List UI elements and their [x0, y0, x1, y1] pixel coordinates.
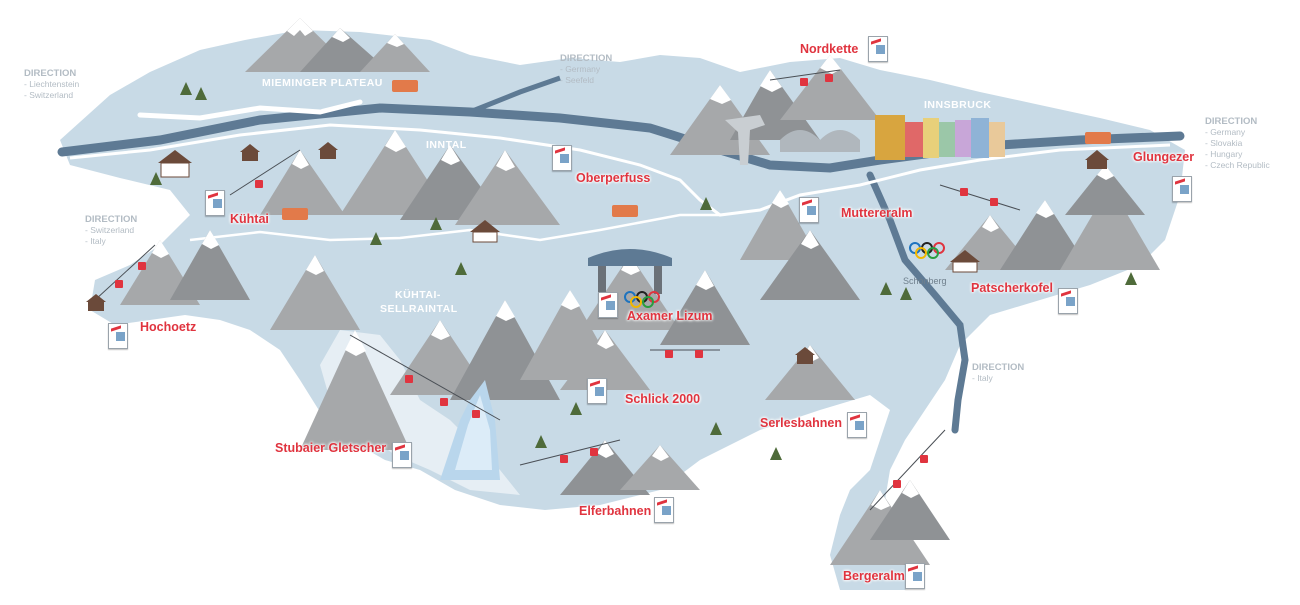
- resort-card-icon-muttereralm[interactable]: [799, 197, 819, 223]
- direction-heading: DIRECTION: [972, 362, 1025, 373]
- direction-heading: DIRECTION: [24, 68, 77, 79]
- resort-label-oberperfuss[interactable]: Oberperfuss: [576, 171, 651, 185]
- mountain-peak-icon: [120, 230, 360, 330]
- mountain-peak-icon: [765, 345, 950, 565]
- direction-item: - Seefeld: [560, 75, 595, 85]
- side-river: [189, 213, 720, 242]
- brenner-road: [866, 171, 969, 434]
- direction-item: - Czech Republic: [1205, 160, 1270, 170]
- resort-card-icon-nordkette[interactable]: [868, 36, 888, 62]
- resort-label-muttereralm[interactable]: Muttereralm: [841, 206, 913, 220]
- resort-label-kuehtai[interactable]: Kühtai: [230, 212, 269, 226]
- region-label-kuehtai-sellraintal-2: SELLRAINTAL: [380, 303, 458, 315]
- resort-card-icon-stubaier-gletscher[interactable]: [392, 442, 412, 468]
- resort-label-bergeralm[interactable]: Bergeralm: [843, 569, 905, 583]
- resort-label-serlesbahnen[interactable]: Serlesbahnen: [760, 416, 842, 430]
- seefeld-road: [469, 75, 561, 115]
- direction-west: DIRECTION - Switzerland - Italy: [85, 214, 137, 247]
- resort-label-elferbahnen[interactable]: Elferbahnen: [579, 504, 652, 518]
- direction-heading: DIRECTION: [560, 53, 613, 64]
- resort-card-icon-hochoetz[interactable]: [108, 323, 128, 349]
- resort-card-icon-elferbahnen[interactable]: [654, 497, 674, 523]
- mountain-peak-icon: [245, 18, 430, 72]
- resort-card-icon-serlesbahnen[interactable]: [847, 412, 867, 438]
- direction-northwest: DIRECTION - Liechtenstein - Switzerland: [24, 68, 79, 101]
- region-label-inntal: INNTAL: [426, 139, 467, 151]
- glacier-ice: [440, 380, 500, 480]
- direction-item: - Hungary: [1205, 149, 1243, 159]
- direction-east: DIRECTION - Germany - Slovakia - Hungary…: [1205, 116, 1270, 171]
- direction-item: - Liechtenstein: [24, 79, 80, 89]
- town-label-schoenberg: Schönberg: [903, 276, 947, 286]
- lift-station: [588, 249, 672, 294]
- direction-item: - Switzerland: [85, 225, 135, 235]
- direction-item: - Germany: [560, 64, 601, 74]
- olympic-rings-icon: [624, 242, 945, 308]
- inn-river: [69, 123, 1171, 217]
- innsbruck-city: [725, 115, 1005, 165]
- resort-card-icon-kuehtai[interactable]: [205, 190, 225, 216]
- direction-item: - Italy: [85, 236, 106, 246]
- valley-road: [137, 99, 363, 121]
- direction-heading: DIRECTION: [85, 214, 138, 225]
- resort-label-nordkette[interactable]: Nordkette: [800, 42, 859, 56]
- resort-card-icon-oberperfuss[interactable]: [552, 145, 572, 171]
- region-label-mieminger-plateau: MIEMINGER PLATEAU: [262, 77, 383, 89]
- resort-label-hochoetz[interactable]: Hochoetz: [140, 320, 197, 334]
- mountain-range: [120, 18, 1160, 565]
- resort-label-stubaier-gletscher[interactable]: Stubaier Gletscher: [275, 441, 387, 455]
- direction-north: DIRECTION - Germany - Seefeld: [560, 53, 612, 86]
- bus-icon: [282, 80, 1111, 220]
- resort-label-axamer-lizum[interactable]: Axamer Lizum: [627, 309, 713, 323]
- region-label-innsbruck: INNSBRUCK: [924, 99, 992, 111]
- direction-heading: DIRECTION: [1205, 116, 1258, 127]
- mountain-peak-icon: [300, 330, 700, 495]
- direction-south: DIRECTION - Italy: [972, 362, 1024, 384]
- resort-card-icon-bergeralm[interactable]: [905, 563, 925, 589]
- region-label-kuehtai-sellraintal-1: KÜHTAI-: [395, 289, 441, 301]
- direction-item: - Italy: [972, 373, 993, 383]
- mountain-peak-icon: [260, 130, 560, 225]
- resort-label-patscherkofel[interactable]: Patscherkofel: [971, 281, 1053, 295]
- chalet-icon: [86, 142, 1109, 364]
- gondola-icon: [115, 74, 998, 488]
- resort-card-icon-schlick-2000[interactable]: [587, 378, 607, 404]
- resort-card-icon-glungezer[interactable]: [1172, 176, 1192, 202]
- direction-item: - Germany: [1205, 127, 1246, 137]
- resort-card-icon-patscherkofel[interactable]: [1058, 288, 1078, 314]
- ski-lifts: [94, 69, 1021, 511]
- snowy-tree-icon: [150, 82, 1137, 460]
- resort-label-glungezer[interactable]: Glungezer: [1133, 150, 1195, 164]
- direction-item: - Slovakia: [1205, 138, 1243, 148]
- direction-item: - Switzerland: [24, 90, 74, 100]
- resort-label-schlick-2000[interactable]: Schlick 2000: [625, 392, 701, 406]
- resort-card-icon-axamer-lizum[interactable]: [598, 292, 618, 318]
